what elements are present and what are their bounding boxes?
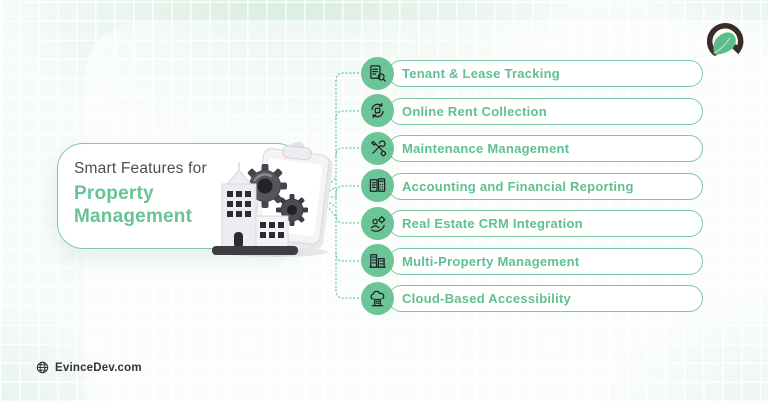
title-card: Smart Features for Property Management [57, 143, 303, 249]
title-prefix: Smart Features for [74, 160, 207, 177]
maintenance-icon [361, 131, 394, 165]
feature-pill: Cloud-Based Accessibility [388, 285, 703, 312]
cloud-icon [361, 281, 394, 315]
feature-label: Accounting and Financial Reporting [402, 178, 634, 194]
feature-pill: Multi-Property Management [388, 247, 703, 275]
website-link[interactable]: EvinceDev.com [55, 361, 142, 374]
title-line-2: Management [74, 206, 193, 227]
feature-label: Cloud-Based Accessibility [402, 291, 572, 306]
crm-icon [361, 206, 394, 240]
feature-pill: Accounting and Financial Reporting [388, 172, 703, 200]
multi-property-icon [361, 244, 394, 277]
rent-collection-icon [361, 94, 394, 127]
feature-pill: Real Estate CRM Integration [388, 210, 703, 237]
feature-label: Multi-Property Management [402, 253, 580, 269]
feature-pill: Tenant & Lease Tracking [388, 60, 703, 87]
tenant-lease-icon [361, 56, 394, 90]
title-line-1: Property [74, 183, 154, 204]
feature-pill: Maintenance Management [388, 135, 703, 162]
feature-label: Real Estate CRM Integration [402, 216, 583, 231]
feature-pill: Online Rent Collection [388, 97, 703, 125]
footer: EvinceDev.com [36, 361, 142, 374]
evincedev-leaf-logo [706, 23, 744, 56]
feature-label: Tenant & Lease Tracking [402, 66, 560, 81]
globe-icon [36, 361, 49, 374]
feature-label: Maintenance Management [402, 141, 570, 156]
feature-label: Online Rent Collection [402, 103, 547, 119]
accounting-icon [361, 169, 394, 202]
